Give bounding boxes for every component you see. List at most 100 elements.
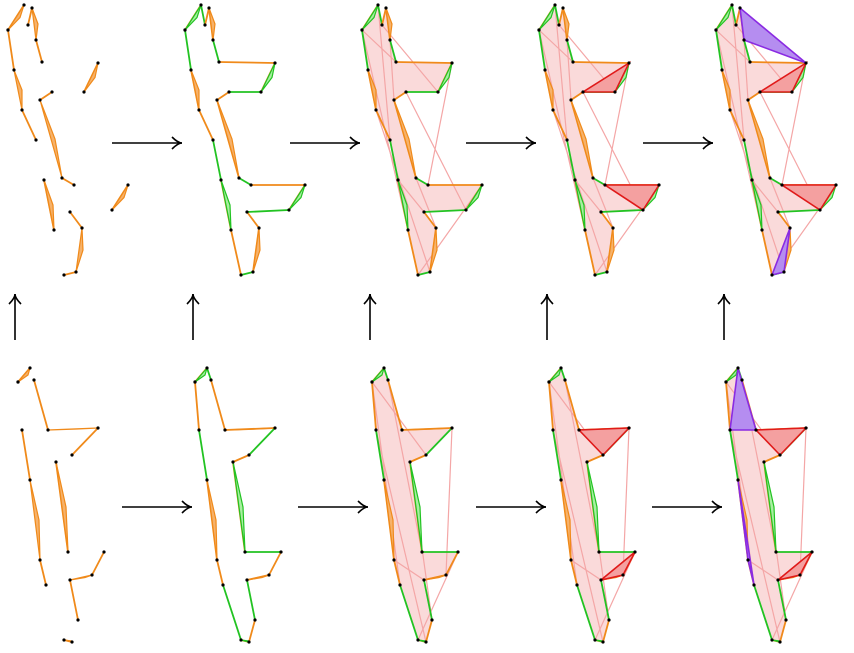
vertex-dot: [778, 453, 781, 456]
boundary-edge: [269, 552, 281, 575]
vertex-dot: [205, 366, 208, 369]
vertex-dot: [32, 378, 35, 381]
vertex-dot: [581, 90, 584, 93]
vertex-dot: [599, 210, 602, 213]
panel-t1: [6, 3, 129, 276]
vertex-dot: [34, 38, 37, 41]
vertex-dot: [422, 210, 425, 213]
vertex-dot: [42, 178, 45, 181]
vertex-dot: [641, 208, 644, 211]
vertex-dot: [575, 583, 578, 586]
gadget-triangle: [261, 63, 275, 92]
boundary-edge: [247, 210, 289, 212]
vertex-dot: [450, 61, 453, 64]
vertex-dot: [82, 90, 85, 93]
vertex-dot: [267, 573, 270, 576]
vertex-dot: [565, 38, 568, 41]
vertex-dot: [217, 60, 220, 63]
boundary-edge: [213, 40, 219, 62]
gadget-triangle: [247, 575, 269, 580]
vertex-dot: [559, 366, 562, 369]
vertex-dot: [193, 380, 196, 383]
gadget-triangle: [30, 480, 40, 560]
vertex-dot: [426, 183, 429, 186]
vertex-dot: [66, 550, 69, 553]
vertex-dot: [714, 28, 717, 31]
gadget-triangle: [185, 5, 201, 30]
vertex-dot: [404, 90, 407, 93]
boundary-edge: [40, 560, 46, 585]
vertex-dot: [380, 23, 383, 26]
vertex-dot: [724, 380, 727, 383]
vertex-dot: [436, 90, 439, 93]
boundary-edge: [36, 40, 42, 62]
boundary-edge: [217, 92, 229, 100]
vertex-dot: [245, 578, 248, 581]
vertex-dot: [480, 183, 483, 186]
vertex-dot: [247, 453, 250, 456]
vertex-dot: [257, 226, 260, 229]
gadget-triangle: [84, 63, 98, 92]
boundary-edge: [8, 30, 14, 70]
vertex-dot: [203, 23, 206, 26]
vertex-dot: [207, 6, 210, 9]
vertex-dot: [223, 428, 226, 431]
boundary-edge: [92, 552, 104, 575]
vertex-dot: [834, 183, 837, 186]
vertex-dot: [398, 583, 401, 586]
vertex-dot: [406, 228, 409, 231]
vertex-dot: [197, 428, 200, 431]
boundary-edge: [22, 430, 30, 480]
vertex-dot: [543, 68, 546, 71]
vertex-dot: [424, 640, 427, 643]
vertex-dot: [607, 618, 610, 621]
vertex-dot: [593, 638, 596, 641]
vertex-dot: [245, 210, 248, 213]
vertex-dot: [229, 228, 232, 231]
vertex-dot: [50, 90, 53, 93]
vertex-dot: [537, 28, 540, 31]
vertex-dot: [370, 380, 373, 383]
region-fill: [362, 5, 482, 275]
vertex-dot: [76, 618, 79, 621]
boundary-edge: [199, 110, 213, 140]
vertex-dot: [804, 426, 807, 429]
vertex-dot: [60, 176, 63, 179]
gadget-triangle: [48, 428, 98, 430]
vertex-dot: [70, 640, 73, 643]
vertex-dot: [408, 460, 411, 463]
vertex-dot: [382, 478, 385, 481]
vertex-dot: [738, 6, 741, 9]
gadget-triangle: [112, 185, 128, 210]
vertex-dot: [28, 366, 31, 369]
vertex-dot: [571, 60, 574, 63]
vertex-dot: [96, 426, 99, 429]
vertex-dot: [597, 550, 600, 553]
vertex-dot: [360, 28, 363, 31]
vertex-dot: [780, 183, 783, 186]
vertex-dot: [611, 226, 614, 229]
vertex-dot: [420, 550, 423, 553]
vertex-dot: [416, 273, 419, 276]
panel-b5: [724, 366, 813, 643]
vertex-dot: [591, 176, 594, 179]
vertex-dot: [62, 638, 65, 641]
vertex-dot: [110, 208, 113, 211]
vertex-dot: [6, 28, 9, 31]
vertex-dot: [209, 378, 212, 381]
vertex-dot: [392, 98, 395, 101]
vertex-dot: [211, 138, 214, 141]
vertex-dot: [774, 550, 777, 553]
vertex-dot: [430, 618, 433, 621]
vertex-dot: [199, 3, 202, 6]
vertex-dot: [251, 270, 254, 273]
vertex-dot: [376, 3, 379, 6]
vertex-dot: [627, 61, 630, 64]
vertex-dot: [603, 183, 606, 186]
vertex-dot: [273, 426, 276, 429]
boundary-edge: [28, 8, 32, 25]
vertex-dot: [728, 108, 731, 111]
vertex-dot: [374, 428, 377, 431]
